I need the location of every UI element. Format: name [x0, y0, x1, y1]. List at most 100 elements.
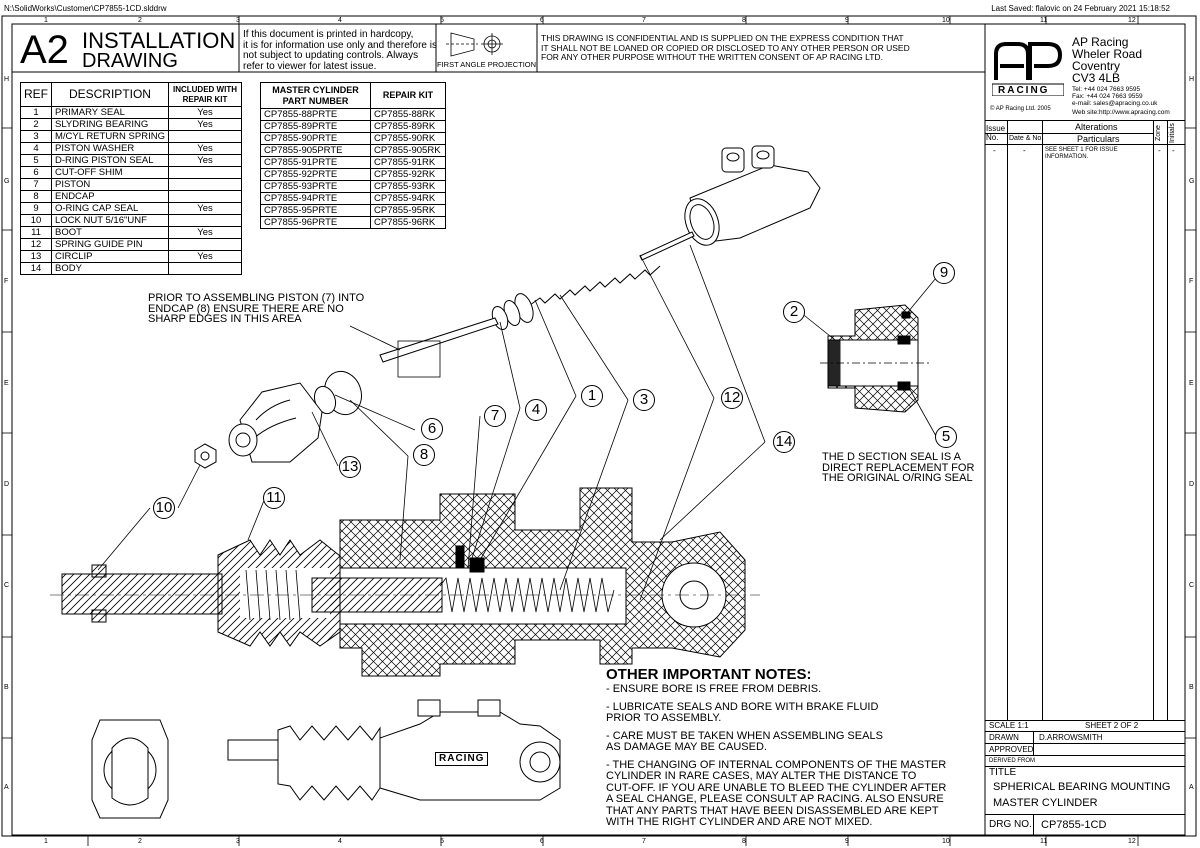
sheet-number: SHEET 2 OF 2 [1085, 721, 1139, 730]
parts-ref: 7 [20, 178, 52, 191]
title-label: TITLE [989, 767, 1017, 778]
zone-col-label: 1 [44, 838, 48, 845]
zone-col-label: 6 [540, 838, 544, 845]
parts-kit: Yes [167, 142, 243, 155]
zone-row-label: B [1189, 684, 1194, 691]
zone-col-label: 5 [440, 838, 444, 845]
note-item: - ENSURE BORE IS FREE FROM DEBRIS. [606, 683, 822, 695]
zone-row-label: F [4, 278, 9, 285]
alt-row-date: - [1023, 146, 1026, 155]
kit-header-kit: REPAIR KIT [370, 82, 446, 109]
alt-row-issue: - [993, 146, 996, 155]
projection-label: FIRST ANGLE PROJECTION [437, 60, 537, 69]
parts-description: O-RING CAP SEAL [51, 202, 169, 215]
seal-detail-view [820, 304, 930, 413]
parts-kit: Yes [167, 202, 243, 215]
bottom-views [91, 699, 561, 819]
kit-part-number: CP7855-905PRTE [260, 144, 371, 157]
parts-kit [167, 238, 243, 251]
alt-header-particulars: Particulars [1077, 134, 1120, 144]
note-item: - LUBRICATE SEALS AND BORE WITH BRAKE FL… [606, 700, 879, 724]
zone-col-label: 3 [236, 17, 240, 24]
kit-header-part: MASTER CYLINDER PART NUMBER [260, 82, 371, 109]
parts-kit [167, 178, 243, 191]
parts-kit: Yes [167, 154, 243, 167]
zone-row-label: C [4, 582, 10, 589]
kit-repair-kit: CP7855-88RK [370, 108, 446, 121]
kit-repair-kit: CP7855-95RK [370, 204, 446, 217]
zone-col-label: 4 [338, 838, 342, 845]
callout-balloon: 2 [783, 301, 805, 323]
parts-ref: 2 [20, 118, 52, 131]
kit-part-number: CP7855-89PRTE [260, 120, 371, 133]
scale: SCALE 1:1 [989, 721, 1029, 730]
parts-header-ref: REF [20, 82, 52, 107]
alt-row-initials: - [1172, 146, 1175, 155]
parts-ref: 12 [20, 238, 52, 251]
parts-kit [167, 166, 243, 179]
section-view [50, 487, 760, 677]
body-logo: RACING [435, 752, 489, 766]
parts-description: PRIMARY SEAL [51, 106, 169, 119]
kit-repair-kit: CP7855-90RK [370, 132, 446, 145]
repair-kit-table: MASTER CYLINDER PART NUMBER REPAIR KIT C… [260, 82, 446, 229]
kit-part-number: CP7855-96PRTE [260, 216, 371, 229]
parts-kit: Yes [167, 250, 243, 263]
parts-kit: Yes [167, 118, 243, 131]
parts-kit [167, 130, 243, 143]
parts-description: SLYDRING BEARING [51, 118, 169, 131]
parts-description: BOOT [51, 226, 169, 239]
zone-row-label: A [4, 784, 9, 791]
kit-part-number: CP7855-88PRTE [260, 108, 371, 121]
parts-ref: 14 [20, 262, 52, 275]
zone-row-label: H [4, 76, 10, 83]
parts-kit [167, 214, 243, 227]
parts-ref: 9 [20, 202, 52, 215]
zone-col-label: 10 [942, 17, 950, 24]
kit-repair-kit: CP7855-91RK [370, 156, 446, 169]
parts-ref: 4 [20, 142, 52, 155]
kit-repair-kit: CP7855-89RK [370, 120, 446, 133]
zone-col-label: 12 [1128, 17, 1136, 24]
kit-repair-kit: CP7855-96RK [370, 216, 446, 229]
first-angle-projection-icon [446, 32, 503, 57]
parts-description: ENDCAP [51, 190, 169, 203]
zone-row-label: G [1189, 178, 1195, 185]
alt-header-alterations: Alterations [1075, 122, 1118, 132]
file-path: N:\SolidWorks\Customer\CP7855-1CD.slddrw [4, 4, 167, 13]
derived-label: DERIVED FROM [989, 758, 1036, 764]
exploded-view [194, 145, 821, 469]
parts-description: BODY [51, 262, 169, 275]
alt-header-date: Date & No. [1009, 135, 1044, 142]
sheet-size: A2 [20, 28, 69, 72]
leader-lines [97, 244, 937, 601]
parts-description: SPRING GUIDE PIN [51, 238, 169, 251]
drawn-by: D.ARROWSMITH [1039, 733, 1103, 742]
kit-repair-kit: CP7855-92RK [370, 168, 446, 181]
zone-col-label: 4 [338, 17, 342, 24]
parts-description: D-RING PISTON SEAL [51, 154, 169, 167]
kit-repair-kit: CP7855-905RK [370, 144, 446, 157]
parts-ref: 5 [20, 154, 52, 167]
kit-part-number: CP7855-91PRTE [260, 156, 371, 169]
zone-row-label: F [1189, 278, 1194, 285]
zone-col-label: 11 [1040, 838, 1048, 845]
callout-balloon: 5 [935, 426, 957, 448]
zone-col-label: 11 [1040, 17, 1048, 24]
callout-balloon: 12 [721, 387, 743, 409]
